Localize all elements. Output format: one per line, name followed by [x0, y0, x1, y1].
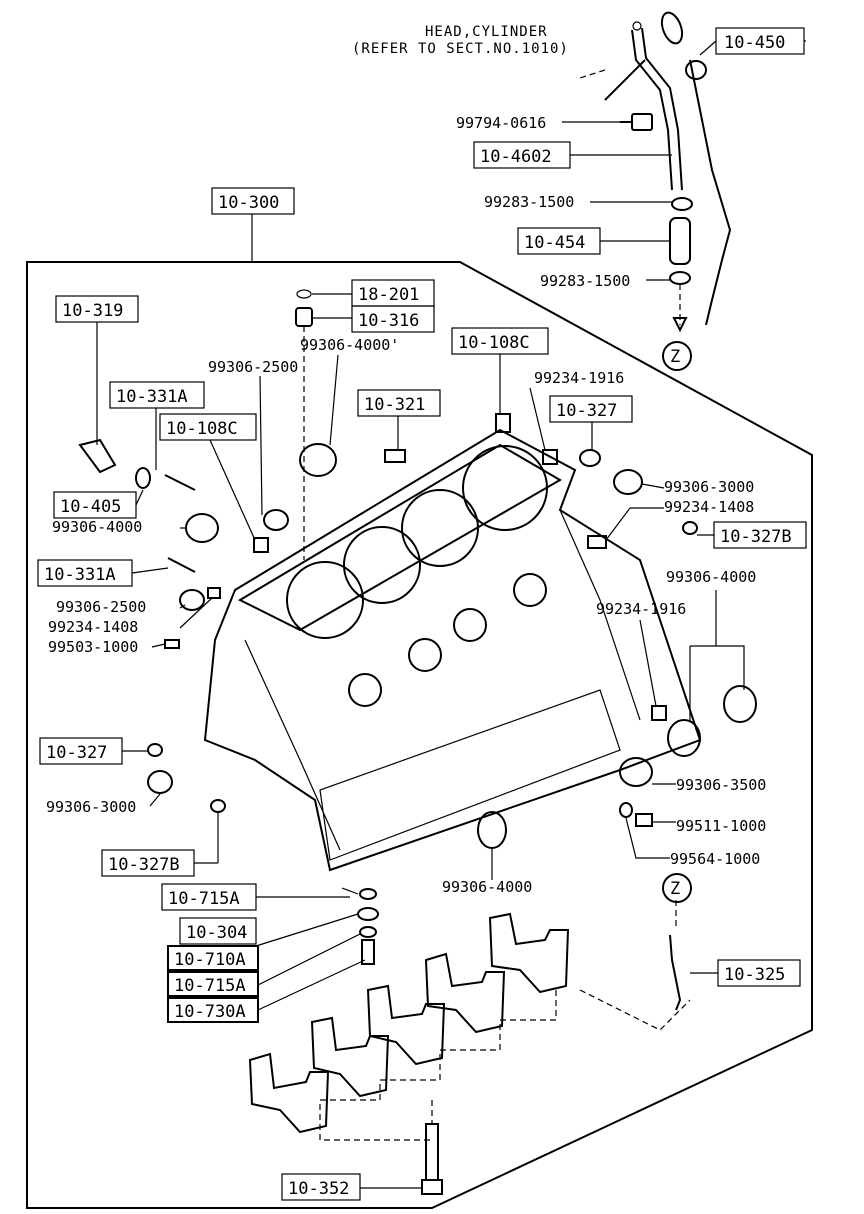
washer-99564-1000: [619, 802, 633, 818]
header-line-1: HEAD,CYLINDER: [425, 24, 548, 40]
label-10-327-left: 10-327: [46, 743, 107, 763]
label-10-300: 10-300: [218, 193, 279, 213]
bearing-cap-dashes: [319, 990, 557, 1141]
label-10-108c-left: 10-108C: [166, 419, 238, 439]
label-99234-1916-top: 99234-1916: [534, 369, 624, 387]
label-10-331a-top: 10-331A: [116, 387, 188, 407]
plug-10-327b-left: [210, 799, 226, 813]
label-99306-4000-bottom: 99306-4000: [442, 878, 532, 896]
label-10-327b-left: 10-327B: [108, 855, 180, 875]
stud-10-331a-left: [167, 557, 196, 573]
label-99234-1408-left: 99234-1408: [48, 618, 138, 636]
label-99283-1500-b: 99283-1500: [540, 272, 630, 290]
cap-99306-3000-right: [613, 469, 643, 495]
cap-99306-4000-right-a: [723, 685, 757, 723]
plug-10-327-top: [579, 449, 601, 467]
plug-10-316: [295, 307, 313, 327]
label-99306-4000-top: 99306-4000': [300, 336, 399, 354]
label-10-327b-right: 10-327B: [720, 527, 792, 547]
label-99794-0616: 99794-0616: [456, 114, 546, 132]
cylinder-block: [203, 428, 702, 872]
oil-jet-assembly: [341, 887, 379, 965]
label-10-730a: 10-730A: [174, 1002, 246, 1022]
label-99564-1000: 99564-1000: [670, 850, 760, 868]
label-99234-1916-right: 99234-1916: [596, 600, 686, 618]
label-99306-4000-right: 99306-4000: [666, 568, 756, 586]
assembly-frame: [26, 261, 813, 1209]
washer-10-405: [135, 467, 151, 489]
cap-99306-3000-left: [147, 770, 173, 794]
label-10-304: 10-304: [186, 923, 247, 943]
z-marker-top: [662, 341, 692, 371]
pin-108c-left: [253, 537, 269, 553]
header-line-2: (REFER TO SECT.NO.1010): [352, 41, 569, 57]
plug-10-327b-right: [682, 521, 698, 535]
label-10-327-top: 10-327: [556, 401, 617, 421]
cap-99306-2500-top: [263, 509, 289, 531]
part-number-group: 99794-0616 99283-1500 99283-1500 99306-4…: [46, 114, 766, 896]
sensor-10-319: [78, 438, 117, 474]
cap-99306-4000-top: [299, 443, 337, 477]
dipstick-tube: [604, 21, 683, 191]
cap-99306-3500: [619, 757, 653, 787]
plug-10-327-left: [147, 743, 163, 757]
label-10-325: 10-325: [724, 965, 785, 985]
label-10-715a-1: 10-715A: [168, 889, 240, 909]
arrow-to-head: [579, 69, 606, 79]
dipstick: [660, 11, 732, 326]
main-bearing-caps: [248, 912, 570, 1134]
label-99306-3000-left: 99306-3000: [46, 798, 136, 816]
label-10-352: 10-352: [288, 1179, 349, 1199]
label-99511-1000: 99511-1000: [676, 817, 766, 835]
pin-99234-1408-right: [587, 535, 607, 549]
main-bearing-bolt: [421, 1123, 443, 1195]
z-marker-top-text: Z: [670, 347, 680, 367]
label-99234-1408-right: 99234-1408: [664, 498, 754, 516]
pin-99234-1408-left: [207, 587, 221, 599]
label-18-201: 18-201: [358, 285, 419, 305]
label-10-316: 10-316: [358, 311, 419, 331]
label-10-450: 10-450: [724, 33, 785, 53]
oil-pipe-10-325: [669, 934, 682, 1011]
bolt-10-321: [384, 449, 406, 463]
hose-clamp-lower: [669, 271, 691, 285]
label-99306-3500: 99306-3500: [676, 776, 766, 794]
cap-99306-4000-right-b: [667, 719, 701, 757]
label-10-108c-top: 10-108C: [458, 333, 530, 353]
z-marker-bottom-text: Z: [670, 879, 680, 899]
oring-18-201: [296, 289, 312, 299]
label-99306-2500-left: 99306-2500: [56, 598, 146, 616]
hose-clamp-upper: [671, 197, 693, 211]
label-10-321: 10-321: [364, 395, 425, 415]
pin-108c-top: [495, 413, 511, 433]
cap-99306-4000-left: [185, 513, 219, 543]
label-10-715a-2: 10-715A: [174, 976, 246, 996]
hose-10-454: [669, 217, 691, 265]
dash-oil-pipe: [579, 989, 691, 1031]
label-99306-3000-right: 99306-3000: [664, 478, 754, 496]
label-10-319: 10-319: [62, 301, 123, 321]
z-marker-bottom: [662, 873, 692, 903]
leader-lines: [96, 40, 806, 1124]
label-99283-1500-a: 99283-1500: [484, 193, 574, 211]
label-99306-2500-top: 99306-2500: [208, 358, 298, 376]
pin-99234-1916-right: [651, 705, 667, 721]
plug-99503-1000: [164, 639, 180, 649]
label-10-405: 10-405: [60, 497, 121, 517]
label-99306-4000-left: 99306-4000: [52, 518, 142, 536]
cap-99306-4000-bottom: [477, 811, 507, 849]
stud-10-331a-top: [164, 474, 196, 491]
bolt-99511-1000: [635, 813, 653, 827]
label-10-710a: 10-710A: [174, 950, 246, 970]
boxed-label-group: 10-450 10-4602 10-454 10-300 18-201 10-3…: [37, 27, 807, 1201]
arrow-to-z-top: [672, 317, 688, 333]
label-10-4602: 10-4602: [480, 147, 552, 167]
cap-99306-2500-left: [179, 589, 205, 611]
label-99503-1000: 99503-1000: [48, 638, 138, 656]
pin-99234-1916-top: [542, 449, 558, 465]
label-10-454: 10-454: [524, 233, 585, 253]
label-10-331a-left: 10-331A: [44, 565, 116, 585]
